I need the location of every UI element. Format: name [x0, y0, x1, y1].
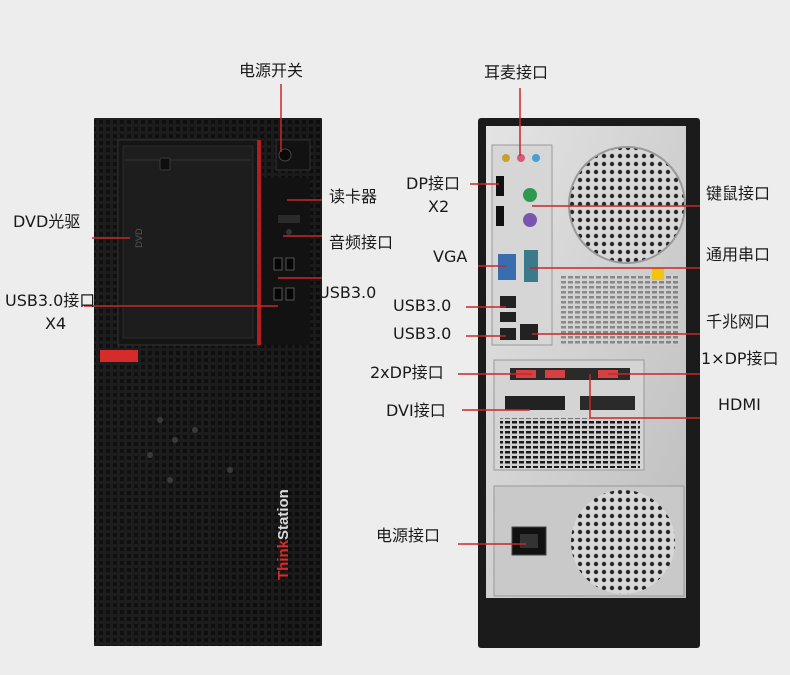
label-usb30-ports: USB3.0接口	[5, 291, 96, 310]
label-dvd-drive: DVD光驱	[13, 212, 81, 231]
label-usb30-rear-b: USB3.0	[393, 324, 452, 343]
label-usb30-rear-a: USB3.0	[393, 296, 452, 315]
label-gigabit-lan: 千兆网口	[706, 312, 771, 331]
label-usb30-count: X4	[45, 314, 67, 333]
svg-text:DVD: DVD	[135, 228, 145, 248]
label-vga: VGA	[433, 247, 468, 266]
label-single-dp: 1×DP接口	[701, 349, 779, 368]
label-hdmi: HDMI	[718, 395, 761, 414]
label-dp-count: X2	[428, 197, 450, 216]
front-tower: DVD ThinkStation	[94, 118, 322, 646]
label-audio-port: 音频接口	[329, 233, 394, 252]
label-dvi: DVI接口	[386, 401, 446, 420]
label-headset-port: 耳麦接口	[484, 63, 549, 82]
label-power-switch: 电源开关	[239, 61, 304, 80]
label-usb30-front: USB3.0	[318, 283, 377, 302]
label-dp-port: DP接口	[406, 174, 460, 193]
svg-text:ThinkStation: ThinkStation	[275, 489, 292, 580]
label-kb-mouse-port: 键鼠接口	[706, 184, 771, 203]
rear-tower	[478, 118, 700, 648]
callout-lines	[84, 84, 700, 545]
label-card-reader: 读卡器	[329, 187, 378, 206]
label-power-port: 电源接口	[376, 526, 441, 545]
label-serial-port: 通用串口	[706, 245, 771, 264]
label-dual-dp: 2xDP接口	[370, 363, 444, 382]
